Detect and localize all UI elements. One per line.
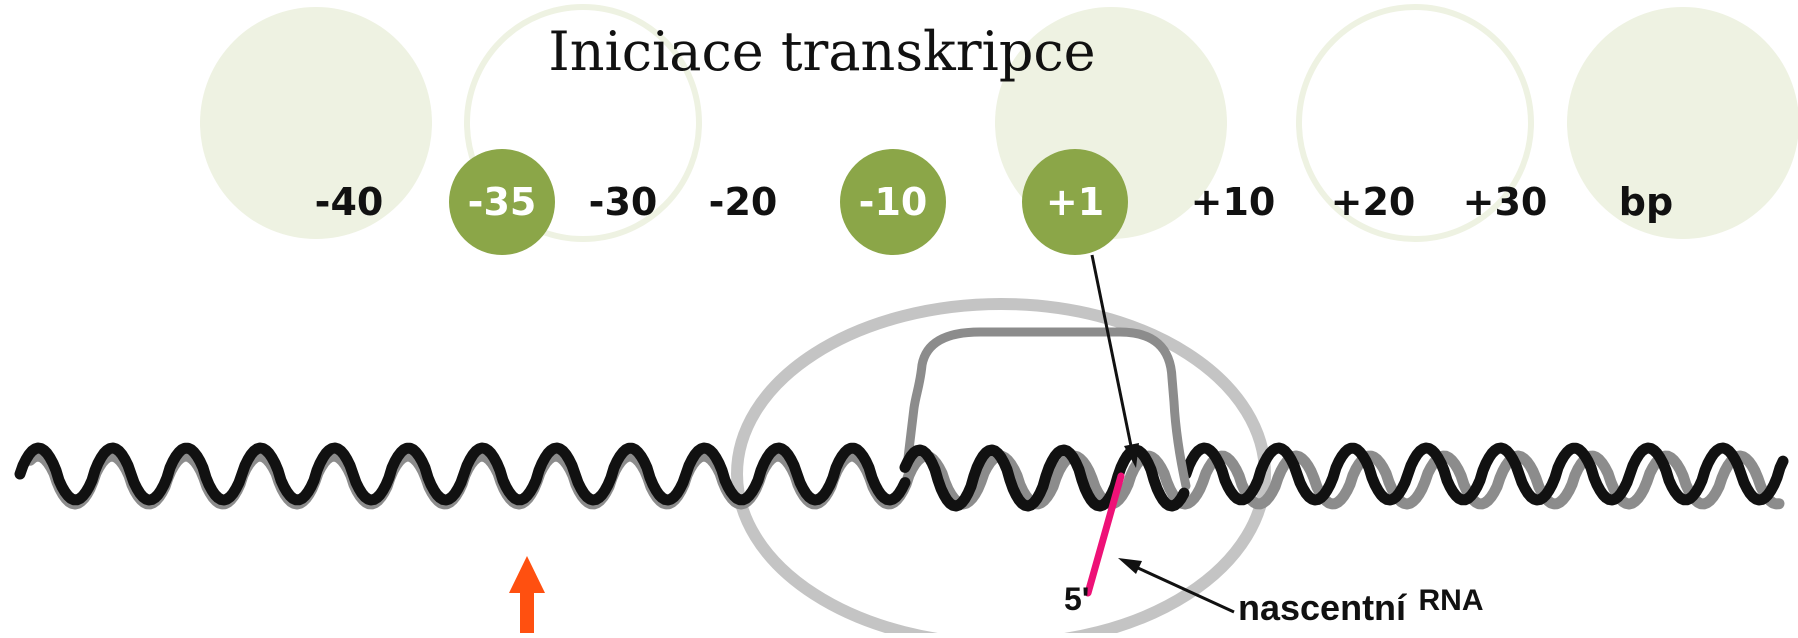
position-label-minus35: -35	[468, 180, 537, 224]
nascent-rna-arrow	[1118, 558, 1235, 614]
nascent-rna-arrow-line	[1137, 566, 1235, 614]
deco-circle	[200, 7, 432, 239]
position-label-minus10: -10	[859, 180, 928, 224]
dna-coding-strand-downstream	[1180, 442, 1789, 506]
start-site-arrow	[1090, 254, 1139, 468]
start-site-arrow-line	[1090, 254, 1133, 447]
unwound-strand-loop	[903, 327, 1191, 491]
start-site-arrowhead	[1124, 443, 1139, 468]
nascent-word: nascentní	[1238, 587, 1407, 628]
diagram-title: Iniciace transkripce	[548, 20, 1095, 83]
position-label-plus20: +20	[1331, 180, 1416, 224]
dna-double-helix	[14, 442, 1789, 510]
position-label-plus30: +30	[1463, 180, 1548, 224]
up-arrow-icon	[509, 556, 545, 633]
dna-coding-strand-upstream	[14, 442, 911, 506]
position-scale: -40 -35 -30 -20 -10 +1 +10 +20 +30 bp	[315, 149, 1673, 255]
highlight-circle-minus35	[449, 149, 555, 255]
rna-word: RNA	[1419, 584, 1484, 617]
position-label-plus10: +10	[1191, 180, 1276, 224]
nascent-rna-arrowhead	[1118, 558, 1142, 574]
highlight-circle-plus1	[1022, 149, 1128, 255]
highlight-circle-minus10	[840, 149, 946, 255]
position-label-minus30: -30	[589, 180, 658, 224]
position-label-plus1: +1	[1046, 180, 1104, 224]
nascent-rna-label: nascentní RNA	[1238, 584, 1484, 628]
deco-circle	[1567, 7, 1798, 239]
nascent-rna-strand	[1084, 472, 1125, 597]
promoter-arrow	[509, 556, 545, 633]
position-label-minus20: -20	[709, 180, 778, 224]
deco-circle-outline	[1296, 4, 1534, 242]
position-label-bp: bp	[1619, 180, 1673, 224]
deco-circle-outline	[464, 4, 702, 242]
position-label-minus40: -40	[315, 180, 384, 224]
five-prime-label: 5'	[1064, 581, 1089, 617]
